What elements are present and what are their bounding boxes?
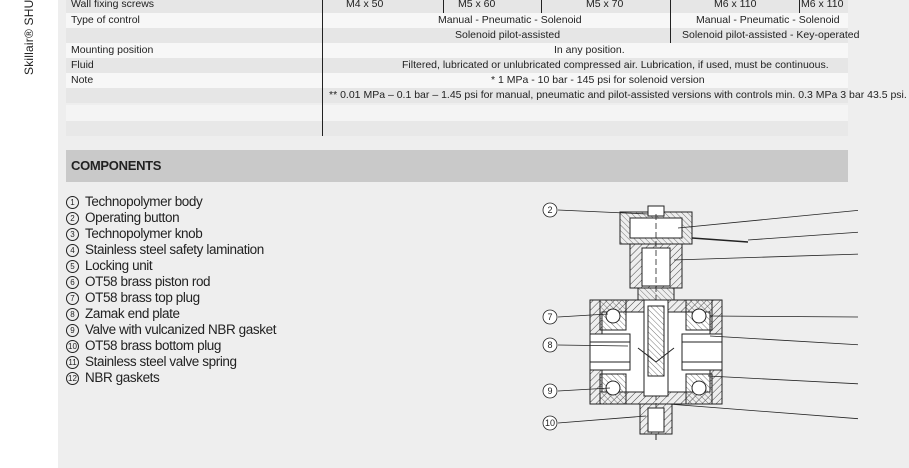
item-number: 7 <box>66 292 79 305</box>
item-number: 6 <box>66 276 79 289</box>
row-label: Wall fixing screws <box>71 0 155 10</box>
list-item: 3 Technopolymer knob <box>66 226 276 242</box>
cell-value: Manual - Pneumatic - Solenoid <box>438 14 582 26</box>
cell-value: Solenoid pilot-assisted - Key-operated <box>682 29 860 41</box>
left-margin: Skillair® SHUT- <box>0 0 58 468</box>
valve-drawing <box>589 205 749 440</box>
list-item: 12 NBR gaskets <box>66 370 276 386</box>
item-label: Technopolymer body <box>85 194 203 209</box>
callout-number: 2 <box>547 205 552 215</box>
cell-value: ** 0.01 MPa – 0.1 bar – 1.45 psi for man… <box>329 89 907 101</box>
list-item: 4 Stainless steel safety lamination <box>66 242 276 258</box>
item-number: 10 <box>66 340 79 353</box>
item-number: 2 <box>66 212 79 225</box>
list-item: 1 Technopolymer body <box>66 194 276 210</box>
item-number: 5 <box>66 260 79 273</box>
item-label: Stainless steel valve spring <box>85 354 237 369</box>
callout-8: 8 <box>542 337 558 353</box>
table-divider <box>541 0 542 13</box>
table-row: Fluid Filtered, lubricated or unlubricat… <box>66 58 848 73</box>
table-row: Note * 1 MPa - 10 bar - 145 psi for sole… <box>66 73 848 88</box>
item-number: 8 <box>66 308 79 321</box>
cell-value: * 1 MPa - 10 bar - 145 psi for solenoid … <box>491 74 705 86</box>
callout-10: 10 <box>542 415 558 431</box>
item-number: 3 <box>66 228 79 241</box>
cell-value: M5 x 70 <box>586 0 624 10</box>
cell-value: M6 x 110 <box>714 0 757 10</box>
list-item: 6 OT58 brass piston rod <box>66 274 276 290</box>
callout-leaders <box>557 209 863 424</box>
item-label: NBR gaskets <box>85 370 160 385</box>
callout-number: 8 <box>547 340 552 350</box>
row-label: Note <box>71 74 94 86</box>
cell-value: M4 x 50 <box>346 0 384 10</box>
item-label: OT58 brass top plug <box>85 290 200 305</box>
item-number: 1 <box>66 196 79 209</box>
item-label: Valve with vulcanized NBR gasket <box>85 322 277 337</box>
item-label: Zamak end plate <box>85 306 180 321</box>
cell-value: In any position. <box>554 44 625 56</box>
table-divider <box>322 0 323 136</box>
valve-cross-section-diagram: 2 3 4 5 7 6 8 12 9 1 10 11 <box>478 196 878 440</box>
callout-number: 9 <box>547 386 552 396</box>
list-item: 9 Valve with vulcanized NBR gasket <box>66 322 276 338</box>
table-row-empty <box>66 121 848 136</box>
cell-value: Filtered, lubricated or unlubricated com… <box>402 59 829 71</box>
item-label: OT58 brass bottom plug <box>85 338 222 353</box>
item-label: OT58 brass piston rod <box>85 274 211 289</box>
item-number: 11 <box>66 356 79 369</box>
side-title: Skillair® SHUT- <box>22 0 36 75</box>
table-row-empty <box>66 105 848 121</box>
table-row: ** 0.01 MPa – 0.1 bar – 1.45 psi for man… <box>66 88 907 103</box>
cell-value: Solenoid pilot-assisted <box>455 29 561 41</box>
spec-table: Wall fixing screws M4 x 50 M5 x 60 M5 x … <box>66 0 907 103</box>
item-number: 9 <box>66 324 79 337</box>
callout-2: 2 <box>542 202 558 218</box>
row-label: Fluid <box>71 59 94 71</box>
list-item: 11 Stainless steel valve spring <box>66 354 276 370</box>
cell-value: M6 x 110 <box>801 0 844 10</box>
table-divider <box>443 0 444 13</box>
row-label: Mounting position <box>71 44 154 56</box>
cell-value: M5 x 60 <box>458 0 496 10</box>
item-label: Operating button <box>85 210 180 225</box>
components-heading-bar: COMPONENTS <box>66 150 848 182</box>
table-divider <box>799 0 800 13</box>
item-label: Locking unit <box>85 258 153 273</box>
callout-7: 7 <box>542 309 558 325</box>
item-label: Stainless steel safety lamination <box>85 242 264 257</box>
list-item: 2 Operating button <box>66 210 276 226</box>
table-row: Solenoid pilot-assisted Solenoid pilot-a… <box>66 28 859 43</box>
list-item: 10 OT58 brass bottom plug <box>66 338 276 354</box>
item-number: 12 <box>66 372 79 385</box>
table-row: Type of control Manual - Pneumatic - Sol… <box>66 13 848 28</box>
table-row: Mounting position In any position. <box>66 43 848 58</box>
callout-9: 9 <box>542 383 558 399</box>
callout-number: 10 <box>545 418 555 428</box>
row-label: Type of control <box>71 14 140 26</box>
item-label: Technopolymer knob <box>85 226 203 241</box>
table-divider <box>670 0 671 43</box>
document-page: Wall fixing screws M4 x 50 M5 x 60 M5 x … <box>58 0 909 468</box>
item-number: 4 <box>66 244 79 257</box>
callout-number: 7 <box>547 312 552 322</box>
table-row: Wall fixing screws M4 x 50 M5 x 60 M5 x … <box>66 0 848 13</box>
components-heading: COMPONENTS <box>71 158 162 173</box>
cell-value: Manual - Pneumatic - Solenoid <box>696 14 840 26</box>
list-item: 7 OT58 brass top plug <box>66 290 276 306</box>
list-item: 8 Zamak end plate <box>66 306 276 322</box>
list-item: 5 Locking unit <box>66 258 276 274</box>
